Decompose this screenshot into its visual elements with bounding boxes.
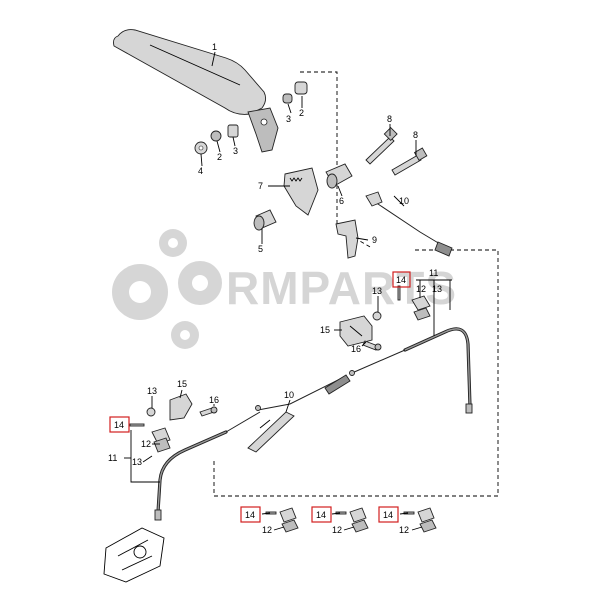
callout-7: 7	[258, 181, 263, 191]
lower-center-cable	[247, 374, 351, 453]
callout-14-left: 14	[114, 420, 124, 430]
callout-15-left: 15	[177, 379, 187, 389]
callout-12-kit-1: 12	[262, 525, 272, 535]
callout-12-left: 12	[141, 439, 151, 449]
callout-1: 1	[212, 42, 217, 52]
ratchet-segment	[283, 167, 319, 216]
callout-12-kit-3: 12	[399, 525, 409, 535]
gear-icon	[112, 229, 222, 349]
brake-caliper	[103, 527, 165, 583]
right-rear-cable	[349, 327, 473, 414]
callout-9: 9	[372, 235, 377, 245]
callout-2-lower: 2	[217, 152, 222, 162]
cable-clip-left	[151, 427, 171, 453]
callout-14-kit-2: 14	[316, 510, 326, 520]
callout-8-right: 8	[413, 130, 418, 140]
callout-11-right: 11	[429, 268, 438, 278]
kit-clip-1	[265, 507, 299, 533]
cable-bracket-right	[339, 315, 373, 347]
callout-3-lower: 3	[233, 146, 238, 156]
callout-13-right: 13	[432, 284, 442, 294]
callout-13-nut-right: 13	[372, 286, 382, 296]
equalizer-cable	[365, 191, 453, 257]
callout-16-left: 16	[209, 395, 219, 405]
nut-right	[372, 311, 382, 321]
cable-bracket-left	[169, 393, 193, 421]
callout-12-kit-2: 12	[332, 525, 342, 535]
callout-4: 4	[198, 166, 203, 176]
kit-clip-3	[403, 507, 437, 533]
callout-labels: 1 2 3 3 2 4 7 6 8 8 10 9 5 14 11 12 13 1…	[108, 42, 442, 535]
left-rear-cable	[154, 411, 261, 521]
callout-13-nut-left: 13	[147, 386, 157, 396]
pin-left	[129, 423, 145, 427]
callout-13-left: 13	[132, 457, 142, 467]
kit-clip-2	[335, 507, 369, 533]
bracket	[335, 219, 359, 259]
callout-3-upper: 3	[286, 114, 291, 124]
nut-left	[146, 407, 156, 417]
callout-14-kit-1: 14	[245, 510, 255, 520]
callout-10-lower: 10	[284, 390, 294, 400]
bolt-right	[362, 340, 382, 351]
watermark-logo: RMPARTS	[112, 229, 456, 349]
highlight-boxes	[109, 271, 411, 523]
pivot-sleeve	[325, 163, 353, 189]
pin-right	[397, 285, 401, 301]
callout-10-upper: 10	[399, 196, 409, 206]
callout-6: 6	[339, 196, 344, 206]
bush	[253, 209, 277, 231]
handbrake-lever	[113, 29, 279, 153]
leader-lines	[124, 51, 452, 531]
bolt-left	[199, 406, 218, 417]
callout-14-right: 14	[396, 275, 406, 285]
callout-11-left: 11	[108, 453, 117, 463]
callout-5: 5	[258, 244, 263, 254]
callout-16-right: 16	[351, 344, 361, 354]
callout-15-right: 15	[320, 325, 330, 335]
lever-bushings	[194, 81, 308, 155]
callout-8-left: 8	[387, 114, 392, 124]
callout-14-kit-3: 14	[383, 510, 393, 520]
callout-12-right: 12	[416, 284, 426, 294]
cable-clip-right	[411, 295, 431, 321]
callout-2-upper: 2	[299, 108, 304, 118]
bolts	[365, 126, 428, 176]
